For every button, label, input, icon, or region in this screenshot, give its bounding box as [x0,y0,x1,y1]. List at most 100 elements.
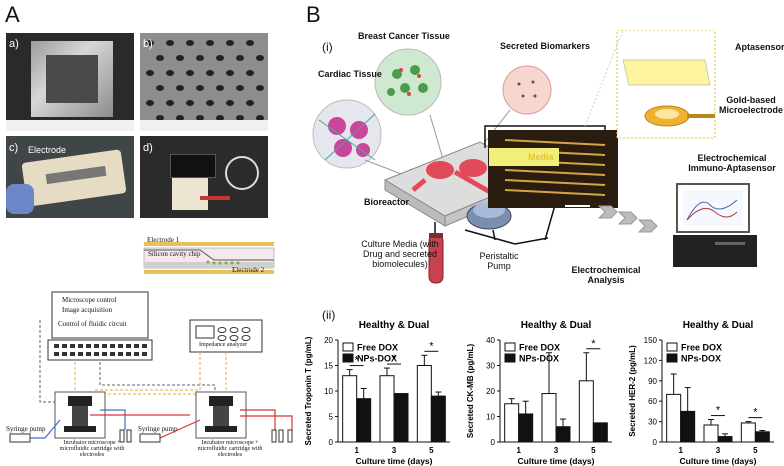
x-tick-label: 5 [753,446,758,455]
photo-label-a: a) [9,38,19,50]
bar-free-dox [541,393,557,443]
chart-title: Healthy & Dual [521,320,592,331]
y-axis-label: Secreted CK-MB (pg/mL) [466,344,475,439]
significance-star: * [355,355,360,367]
y-tick-label: 40 [486,336,495,345]
cardiac-tissue-label: Cardiac Tissue [318,69,382,79]
bar-free-dox [416,365,432,443]
significance-star: * [429,340,434,352]
chip-electrode1-label: Electrode 1 [147,236,180,244]
subpanel-label-ii: (ii) [322,308,336,322]
legend-label: Free DOX [681,343,722,353]
photo-cartridge-hand: c) Electrode [6,136,134,218]
y-tick-label: 20 [486,387,495,396]
bar-free-dox [504,403,520,443]
legend-label: Free DOX [357,343,398,353]
x-axis-label: Culture time (days) [356,456,433,466]
y-tick-label: 15 [324,362,333,371]
bar-nps-dox [356,398,372,443]
aptasensor-label: Aptasensor [735,42,784,52]
breast-cancer-label: Breast Cancer Tissue [358,31,450,41]
legend-label: NPs-DOX [357,354,397,364]
echem-analysis-label: Electrochemical Analysis [571,265,641,285]
chip-silicon-label: Silicon cavity chip [148,250,201,258]
y-tick-label: 10 [486,413,495,422]
bar-free-dox [740,422,756,443]
photo-label-c: c) [9,142,19,154]
y-tick-label: 5 [329,413,334,422]
sem-image-pores: b) [140,33,268,131]
culture-media-label: Culture Media (with Drug and secreted bi… [361,239,439,269]
y-tick-label: 0 [653,438,658,447]
legend-label: NPs-DOX [681,354,721,364]
computer-label-3: Control of fluidic circuit [58,320,127,328]
chip-cross-section [143,242,275,274]
photo-label-b: b) [143,38,153,50]
y-tick-label: 0 [491,438,496,447]
panel-letter-a: A [5,2,20,27]
organ-on-chip-diagram [312,30,757,284]
media-label: Media [528,152,554,162]
y-axis-label: Secreted Troponin T (pg/mL) [304,336,313,445]
electrode-label: Electrode [28,145,67,155]
bar-nps-dox [754,431,770,443]
bar-nps-dox [592,422,608,443]
bar-nps-dox [518,413,534,443]
y-tick-label: 30 [648,418,657,427]
legend-swatch [342,353,354,363]
y-tick-label: 20 [324,336,333,345]
y-tick-label: 30 [486,362,495,371]
chart-title: Healthy & Dual [359,320,430,331]
chip-electrode2-label: Electrode 2 [232,266,265,274]
bioreactor-label: Bioreactor [364,197,410,207]
x-tick-label: 5 [591,446,596,455]
peristaltic-label: Peristaltic Pump [479,251,519,271]
x-tick-label: 3 [554,446,559,455]
significance-star: * [392,353,397,365]
syringe-pump-2-label: Syringe pump [138,425,178,433]
bar-nps-dox [430,395,446,443]
x-tick-label: 3 [716,446,721,455]
significance-star: * [753,407,758,419]
photo-label-d: d) [143,142,153,154]
x-tick-label: 1 [678,446,683,455]
echem-immuno-label: Electrochemical Immuno-Aptasensor [688,153,776,173]
computer-label-1: Microscope control [62,296,117,304]
bar-nps-dox [555,426,571,443]
significance-star: * [591,338,596,350]
x-tick-label: 1 [516,446,521,455]
x-tick-label: 3 [392,446,397,455]
computer-label-2: Image acquisition [62,306,112,314]
bar-free-dox [342,375,358,443]
panel-letter-b: B [306,2,321,27]
bar-nps-dox [680,410,696,443]
incubator-1-label: Incubator microscope + microfluidic cart… [59,440,125,458]
legend-swatch [504,353,516,363]
legend-swatch [504,342,516,352]
legend-swatch [666,342,678,352]
bar-free-dox [666,393,682,443]
setup-schematic [9,291,293,443]
gold-microelectrode-label: Gold-based Microelectrode [718,95,784,115]
y-tick-label: 0 [329,438,334,447]
bar-free-dox [379,375,395,443]
y-tick-label: 150 [644,336,658,345]
x-tick-label: 5 [429,446,434,455]
impedance-label: Impedance analyzer [199,342,248,348]
y-tick-label: 120 [644,356,658,365]
significance-star: * [716,405,721,417]
legend-label: Free DOX [519,343,560,353]
legend-swatch [666,353,678,363]
subpanel-label-i: (i) [322,40,333,54]
x-axis-label: Culture time (days) [518,456,595,466]
y-tick-label: 90 [648,377,657,386]
chart-title: Healthy & Dual [683,320,754,331]
incubator-2-label: Incubator microscope + microfluidic cart… [197,440,263,458]
y-tick-label: 60 [648,397,657,406]
secreted-biomarkers-label: Secreted Biomarkers [500,41,591,51]
y-axis-label: Secreted HER-2 (pg/mL) [628,345,637,437]
photo-setup-holder: d) [140,136,268,218]
bar-nps-dox [717,436,733,443]
x-axis-label: Culture time (days) [680,456,757,466]
